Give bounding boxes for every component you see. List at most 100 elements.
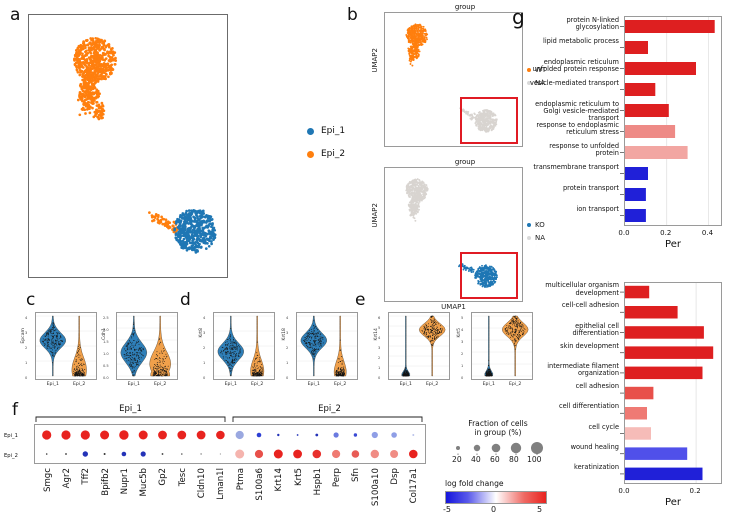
panel-f-gene-label-bpifb2: Bpifb2 (100, 468, 111, 496)
legend-dot-icon (527, 223, 531, 227)
panel-b-bottom-legend-item-na[interactable]: NA (527, 234, 545, 242)
size-legend-title-line2: in group (%) (474, 428, 522, 437)
bar-category-label: multicellular organism development (545, 281, 619, 297)
violin-ytick: 4 (286, 316, 289, 320)
bar-plot-area (624, 282, 722, 484)
size-legend-tick-100: 100 (527, 455, 542, 464)
violin-ytick: 5 (378, 326, 381, 330)
violin-ytick: 1 (25, 361, 28, 365)
panel-a-scatter (73, 36, 217, 254)
violin-xtick: Epi_2 (426, 382, 439, 387)
bar-category-label: cell-cell adhesion (561, 301, 619, 310)
bar-xtick-label: 0.0 (618, 229, 630, 237)
violin-ytick: 1 (378, 366, 381, 370)
bar-plot-area (624, 16, 722, 226)
color-legend-tick-5: 5 (537, 505, 543, 514)
violin-ytick: 3 (378, 346, 381, 350)
color-legend-tick-0: 0 (491, 505, 497, 514)
panel-f-letter: f (12, 400, 18, 420)
size-legend-tick-60: 60 (490, 455, 500, 464)
panel-a-legend-item-epi2[interactable]: Epi_2 (307, 149, 345, 159)
panel-f-gene-label-tff2: Tff2 (81, 468, 92, 485)
bar-category-label: epithelial cell differentiation (572, 321, 619, 337)
panel-a-legend-label-epi1: Epi_1 (321, 126, 346, 136)
violin-axes (296, 312, 358, 380)
panel-f-group-label-epi2: Epi_2 (318, 404, 341, 414)
panel-b-bottom-umap-plot (384, 167, 523, 302)
violin-axes (471, 312, 533, 380)
panel-b-bottom-ylabel: UMAP2 (371, 203, 379, 228)
violin-xtick: Epi_1 (482, 382, 495, 387)
bar-xtick-label: 0.2 (660, 229, 672, 237)
panel-b-bottom-legend-label-ko: KO (535, 221, 545, 229)
panel-b-top-legend-item-na[interactable]: NA (527, 79, 546, 87)
violin-ytick: 4 (378, 336, 381, 340)
panel-f-size-legend: Fraction of cells in group (%) 20 40 60 … (443, 419, 553, 466)
panel-g-letter: g (512, 5, 525, 29)
legend-dot-icon (307, 127, 314, 135)
violin-ytick: 1.5 (103, 340, 109, 344)
panel-f-gene-label-smgc: Smgc (42, 468, 53, 493)
violin-ytick: 3 (25, 331, 28, 335)
bar-category-label: vesicle-mediated transport (529, 78, 619, 87)
panel-d-letter: d (180, 290, 191, 310)
violin-xtick: Epi_2 (73, 382, 86, 387)
panel-a-legend: Epi_1 Epi_2 (307, 126, 345, 159)
violin-ytick: 3 (461, 340, 464, 344)
panel-a-umap-plot (28, 14, 228, 278)
bar-category-label: intermediate filament organization (547, 361, 619, 378)
bar-category-label: response to endoplasmic reticulum stress (536, 120, 619, 136)
violin-ytick: 4 (203, 316, 206, 320)
panel-b-bottom-legend-label-na: NA (535, 234, 546, 242)
violin-ytick: 1 (286, 361, 289, 365)
violin-axes (116, 312, 178, 380)
panel-a-legend-item-epi1[interactable]: Epi_1 (307, 126, 345, 136)
panel-b-top-ylabel: UMAP2 (371, 48, 379, 73)
violin-xtick: Epi_1 (46, 382, 59, 387)
bar-xaxis-label: Per (665, 497, 681, 508)
bar-category-label: wound healing (570, 442, 619, 451)
violin-ytick: 1 (203, 361, 206, 365)
panel-b-top-highlight-box (460, 97, 518, 144)
panel-f-gene-label-cldn10: Cldn10 (197, 468, 208, 499)
panel-b-bottom-scatter (405, 178, 498, 288)
panel-f-gene-label-gp2: Gp2 (158, 468, 169, 486)
panel-b-bottom-legend: KO NA (527, 221, 545, 242)
panel-b-bottom-legend-item-ko[interactable]: KO (527, 221, 545, 229)
violin-ytick: 2 (378, 356, 381, 360)
panel-f-group-brackets (35, 416, 423, 422)
panel-f-gene-label-lman1l: Lman1l (216, 468, 227, 500)
panel-f-gene-label-col17a1: Col17a1 (409, 468, 420, 504)
panel-f-group-label-epi1: Epi_1 (119, 404, 142, 414)
violin-xtick: Epi_1 (224, 382, 237, 387)
violin-ytick: 2 (203, 346, 206, 350)
bar-category-label: endoplasmic reticulum to Golgi vesicle-m… (535, 99, 619, 123)
bar-category-label: transmembrane transport (533, 162, 619, 171)
bar-category-label: ion transport (576, 204, 619, 213)
violin-ytick: 0 (203, 376, 206, 380)
violin-ytick: 0 (378, 376, 381, 380)
panel-f-gene-label-krt5: Krt5 (293, 468, 304, 487)
panel-f-color-legend: log fold change -5 0 5 (443, 479, 553, 517)
legend-dot-icon (527, 68, 531, 72)
bar-category-label: response to unfolded protein (549, 141, 619, 157)
violin-ytick: 0 (286, 376, 289, 380)
panel-f-gene-label-ptma: Ptma (235, 468, 246, 491)
violin-ytick: 4 (25, 316, 28, 320)
violin-ytick: 5 (461, 316, 464, 320)
bar-category-label: protein transport (562, 183, 619, 192)
panel-b-top-legend-label-wt: WT (535, 66, 547, 74)
size-legend-tick-20: 20 (452, 455, 462, 464)
size-legend-tick-40: 40 (471, 455, 481, 464)
violin-ytick: 3 (286, 331, 289, 335)
panel-b-top-legend-item-wt[interactable]: WT (527, 66, 546, 74)
violin-ytick: 0.5 (103, 364, 109, 368)
legend-dot-icon (527, 236, 531, 240)
violin-xtick: Epi_1 (307, 382, 320, 387)
bar-category-label: cell differentiation (559, 402, 619, 411)
violin-ytick: 0 (25, 376, 28, 380)
size-legend-dots (456, 442, 543, 455)
violin-axes (388, 312, 450, 380)
violin-xtick: Epi_2 (334, 382, 347, 387)
panel-f-grid (34, 424, 426, 464)
